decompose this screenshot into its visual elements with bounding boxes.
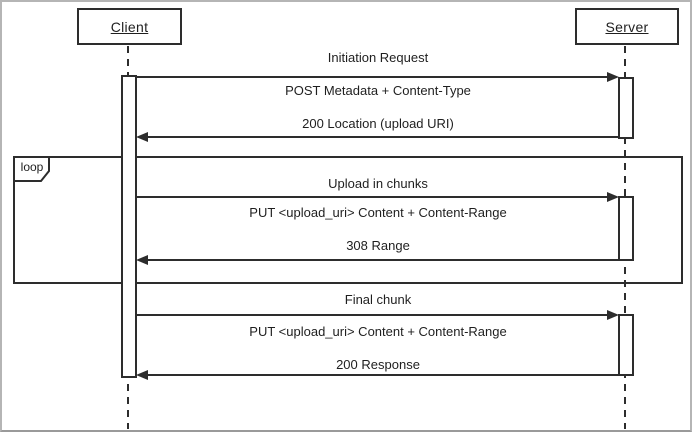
request-arrowhead-icon-1 — [607, 72, 619, 82]
actor-client-box: Client — [77, 8, 182, 45]
message-request-put-final: PUT <upload_uri> Content + Content-Range — [249, 324, 507, 339]
response-arrowhead-icon-1 — [136, 132, 148, 142]
client-activation-bar — [121, 75, 137, 378]
message-title-upload-chunks: Upload in chunks — [328, 176, 428, 191]
server-activation-bar-3 — [618, 314, 634, 376]
server-activation-bar-2 — [618, 196, 634, 261]
message-request-put-chunk: PUT <upload_uri> Content + Content-Range — [249, 205, 507, 220]
loop-fragment-label: loop — [20, 160, 44, 174]
request-arrowhead-icon-2 — [607, 192, 619, 202]
response-arrowhead-icon-3 — [136, 370, 148, 380]
actor-server-box: Server — [575, 8, 679, 45]
message-response-location: 200 Location (upload URI) — [302, 116, 454, 131]
message-response-308-range: 308 Range — [346, 238, 410, 253]
loop-tag-shape — [13, 156, 50, 182]
loop-fragment-frame — [13, 156, 683, 284]
actor-client-label: Client — [110, 18, 149, 35]
request-arrowhead-icon-3 — [607, 310, 619, 320]
message-title-final-chunk: Final chunk — [344, 292, 412, 307]
response-arrowhead-icon-2 — [136, 255, 148, 265]
message-title-initiation: Initiation Request — [327, 50, 429, 65]
message-response-200: 200 Response — [336, 357, 420, 372]
actor-server-label: Server — [605, 18, 649, 35]
message-request-post: POST Metadata + Content-Type — [285, 83, 471, 98]
server-activation-bar-1 — [618, 77, 634, 139]
